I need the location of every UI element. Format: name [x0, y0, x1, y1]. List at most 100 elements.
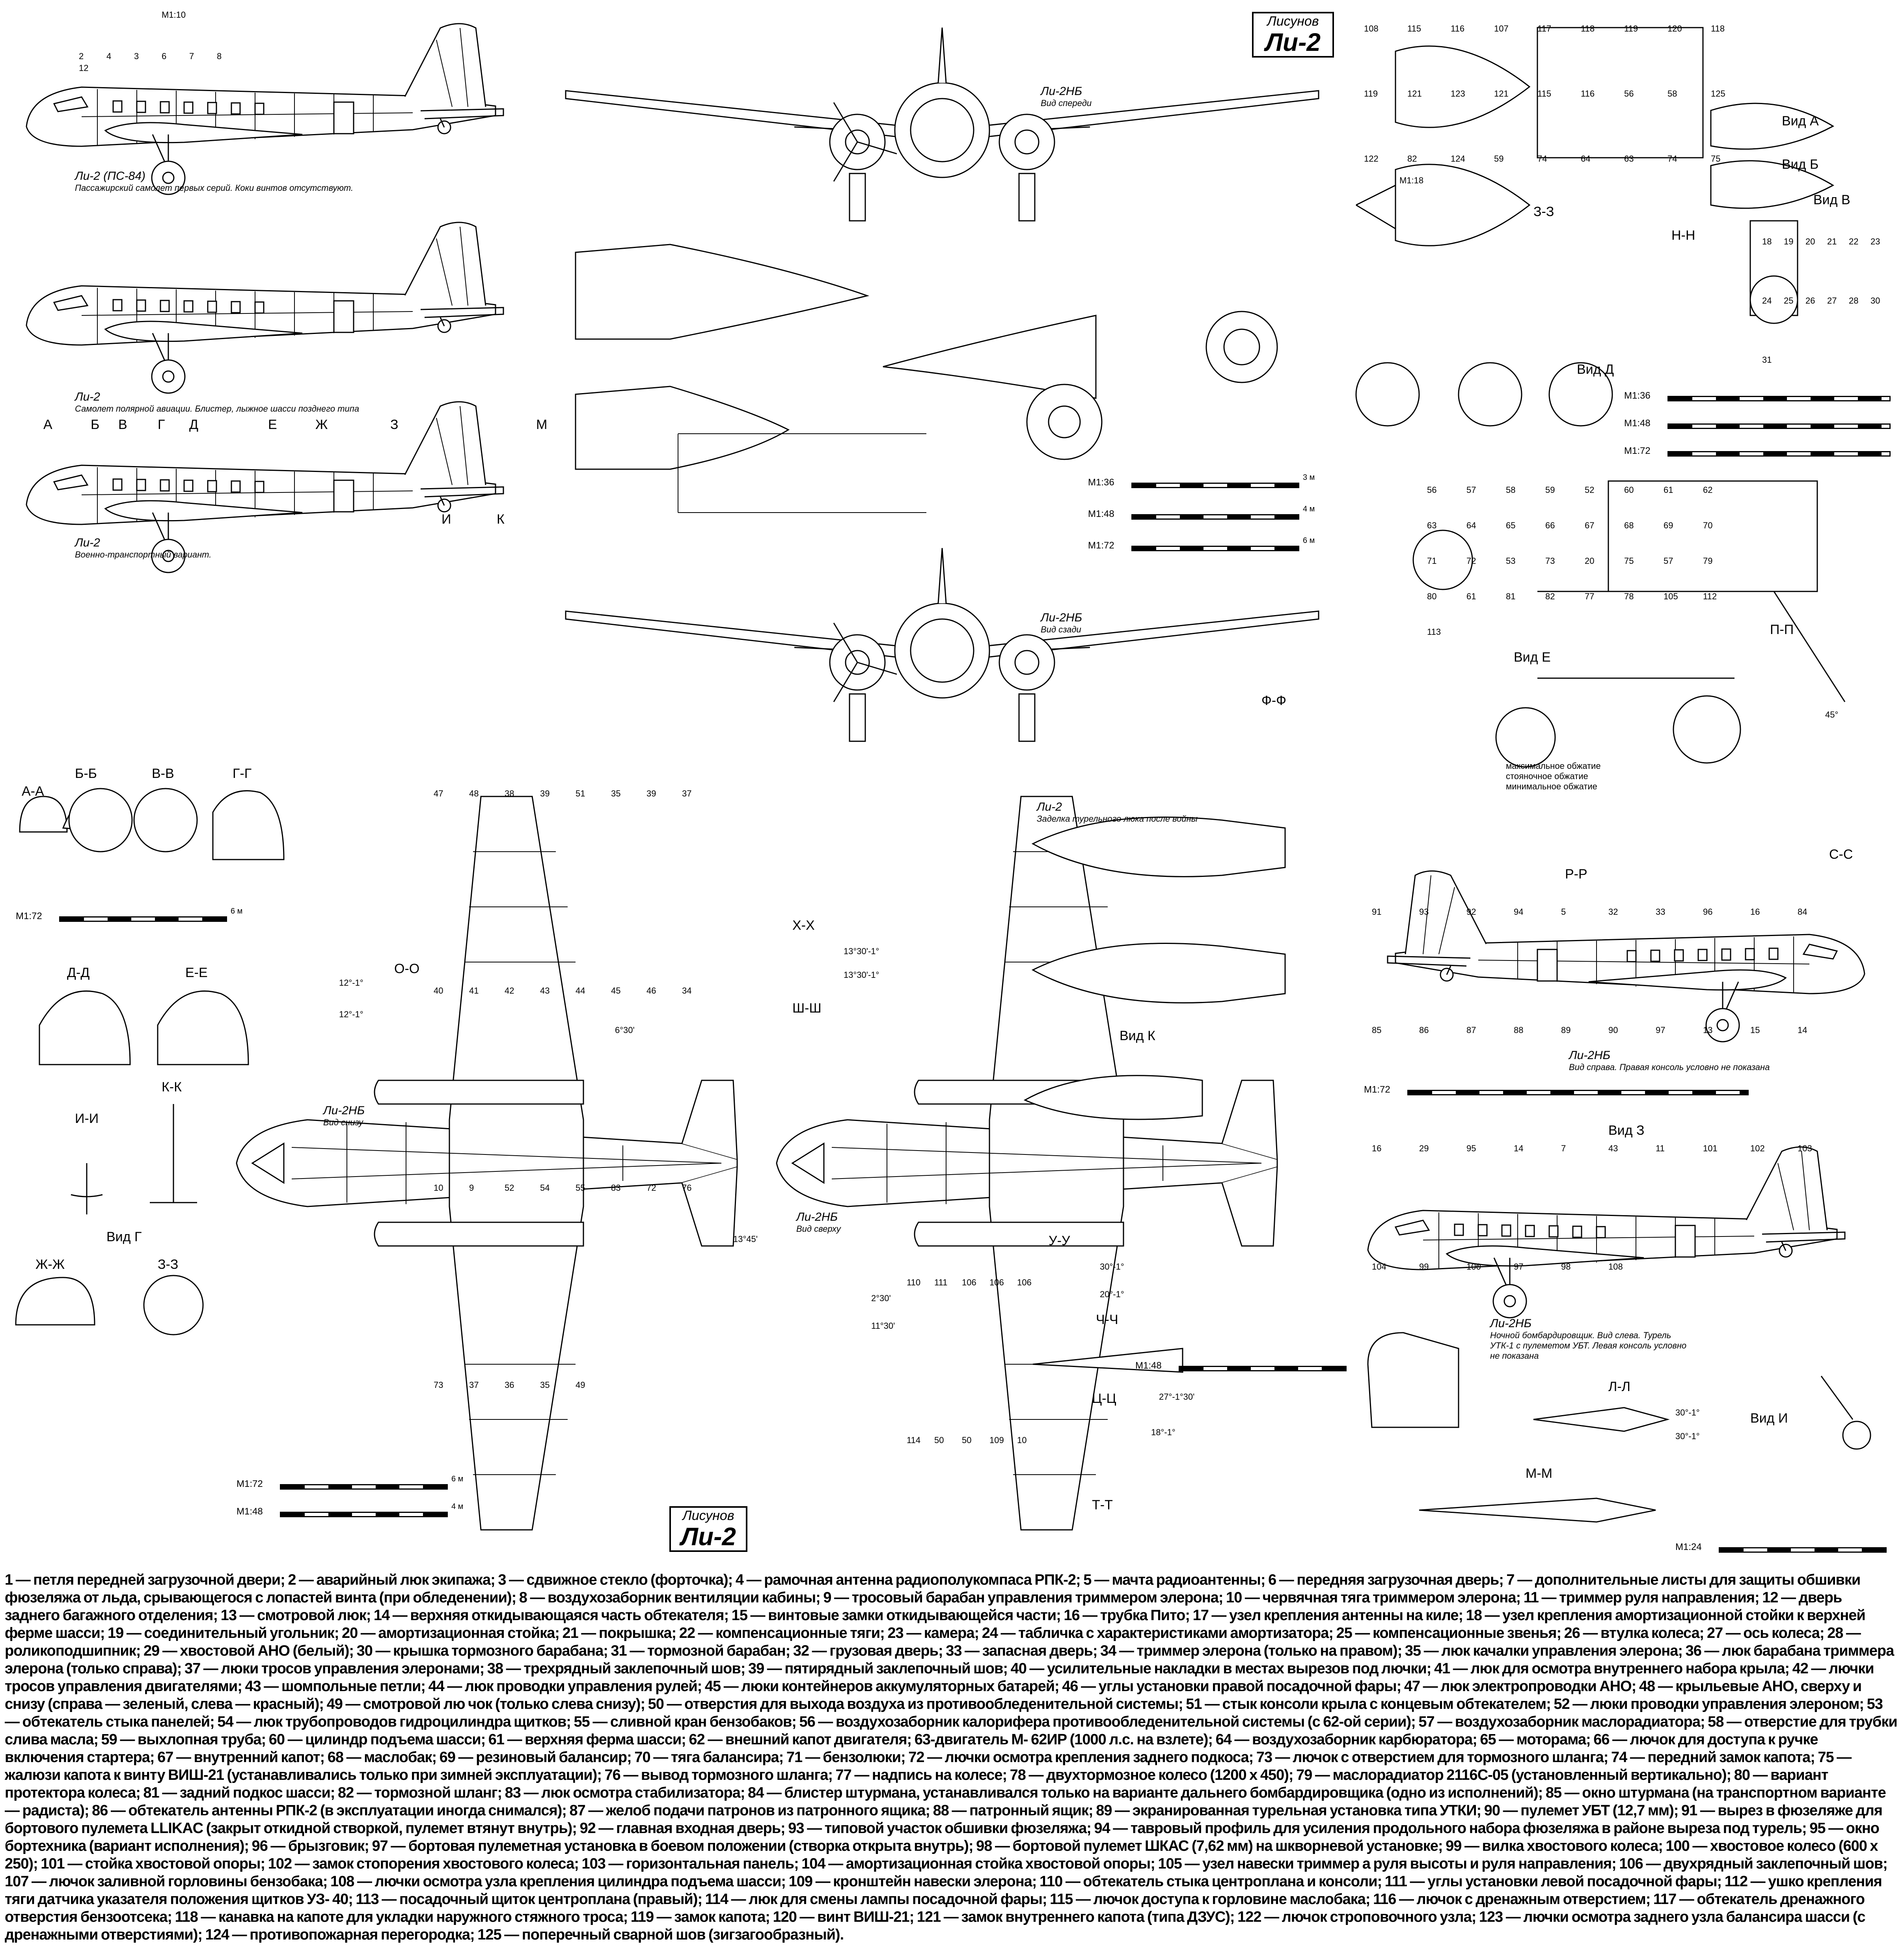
wheel-compression-note: максимальное обжатие стояночное обжатие …: [1506, 761, 1601, 792]
callout-number: 73: [434, 1380, 443, 1390]
callout-number: 52: [505, 1183, 514, 1193]
callout-number: 83: [611, 1183, 621, 1193]
callout-number: 51: [576, 789, 585, 798]
callout-number: 88: [1514, 1025, 1524, 1035]
callout-number: 9: [469, 1183, 474, 1193]
view-caption: Вид спереди: [1041, 98, 1092, 108]
callout-number: 91: [1372, 907, 1382, 917]
callout-number: 12: [79, 63, 89, 73]
callout-number: 69: [1664, 520, 1673, 530]
angle-label: 45°: [1825, 710, 1839, 720]
angle-label: 30°-1°: [1675, 1431, 1700, 1441]
section-ll: Л-Л: [1608, 1379, 1630, 1394]
scale-label: М1:72: [16, 911, 42, 921]
scale-label: М1:36: [1088, 477, 1114, 488]
callout-number: 80: [1427, 591, 1437, 601]
callout-number: 92: [1466, 907, 1476, 917]
callout-number: 56: [1427, 485, 1437, 495]
plan-view-bottom: [236, 796, 738, 1531]
callout-number: 84: [1798, 907, 1807, 917]
callout-number: 7: [1561, 1143, 1566, 1153]
angle-label: 18°-1°: [1151, 1427, 1176, 1437]
author-name: Лисунов: [1267, 14, 1319, 29]
callout-number: 111: [934, 1277, 948, 1287]
scale-label: М1:72: [1088, 540, 1114, 551]
section-mm: М-М: [1526, 1466, 1552, 1481]
section-aa: А-А: [22, 784, 44, 799]
view-ref-b: Вид Б: [1782, 157, 1819, 172]
turret-closure-views: [1023, 817, 1286, 1373]
callout-number: 44: [576, 986, 585, 996]
scale-unit: 3 м: [1303, 473, 1315, 482]
callout-number: 31: [1762, 355, 1772, 365]
scale-unit: 6 м: [1303, 536, 1315, 545]
callout-number: 74: [1537, 154, 1547, 164]
callout-number: 45: [611, 986, 621, 996]
section-gg: Г-Г: [233, 766, 252, 781]
section-vv: В-В: [152, 766, 174, 781]
callout-number: 116: [1451, 24, 1465, 34]
engine-details: [1355, 27, 1846, 768]
callout-number: 113: [1427, 627, 1441, 637]
view-caption: Самолет полярной авиации. Блистер, лыжно…: [75, 404, 360, 414]
station-letter: Ж: [315, 417, 328, 432]
callout-number: 33: [1656, 907, 1666, 917]
parts-legend: 1 — петля передней загрузочной двери; 2 …: [5, 1572, 1898, 1943]
view-caption: Вид снизу: [323, 1117, 363, 1127]
callout-number: 94: [1514, 907, 1524, 917]
view-name: Ли-2НБ: [1041, 611, 1082, 624]
callout-number: 2: [79, 51, 84, 61]
callout-number: 106: [962, 1277, 976, 1287]
callout-number: 102: [1750, 1143, 1765, 1153]
section-nn: Н-Н: [1671, 228, 1695, 243]
callout-number: 89: [1561, 1025, 1571, 1035]
section-rr: Р-Р: [1565, 867, 1587, 882]
section-zhzh: Ж-Ж: [35, 1257, 65, 1272]
angle-label: 13°45': [733, 1234, 758, 1244]
callout-number: 39: [540, 789, 550, 798]
callout-number: 20: [1805, 237, 1815, 246]
callout-number: 121: [1407, 89, 1422, 99]
callout-number: 124: [1451, 154, 1465, 164]
callout-number: 35: [611, 789, 621, 798]
callout-number: 43: [540, 986, 550, 996]
section-bb: Б-Б: [75, 766, 97, 781]
callout-number: 59: [1494, 154, 1504, 164]
callout-number: 81: [1506, 591, 1516, 601]
callout-number: 57: [1664, 556, 1673, 566]
view-ref-e: Вид Е: [1514, 650, 1551, 665]
callout-number: 123: [1451, 89, 1465, 99]
callout-number: 14: [1798, 1025, 1807, 1035]
callout-number: 43: [1608, 1143, 1618, 1153]
aircraft-model: Ли-2: [1265, 28, 1321, 56]
callout-number: 93: [1419, 907, 1429, 917]
callout-number: 103: [1798, 1143, 1812, 1153]
callout-number: 10: [1017, 1435, 1027, 1445]
callout-number: 49: [576, 1380, 585, 1390]
callout-number: 105: [1664, 591, 1678, 601]
callout-number: 46: [646, 986, 656, 996]
callout-number: 35: [540, 1380, 550, 1390]
section-dd: Д-Д: [67, 965, 90, 980]
callout-number: 29: [1419, 1143, 1429, 1153]
callout-number: 8: [217, 51, 222, 61]
callout-number: 3: [134, 51, 139, 61]
technical-drawings: [15, 23, 1871, 1531]
angle-label: 12°-1°: [339, 1009, 363, 1019]
angle-label: 11°30': [871, 1321, 895, 1331]
callout-number: 27: [1827, 296, 1837, 306]
callout-number: 96: [1703, 907, 1713, 917]
angle-label: 13°30'-1°: [844, 970, 879, 980]
view-caption: Вид справа. Правая консоль условно не по…: [1569, 1062, 1770, 1072]
scale-unit: 6 м: [451, 1475, 464, 1483]
callout-number: 66: [1545, 520, 1555, 530]
nacelle-details: [575, 244, 1278, 513]
callout-number: 4: [106, 51, 112, 61]
callout-number: 61: [1466, 591, 1476, 601]
callout-number: 122: [1364, 154, 1379, 164]
callout-number: 22: [1849, 237, 1859, 246]
view-caption: Заделка турельного люка после войны: [1037, 814, 1198, 824]
